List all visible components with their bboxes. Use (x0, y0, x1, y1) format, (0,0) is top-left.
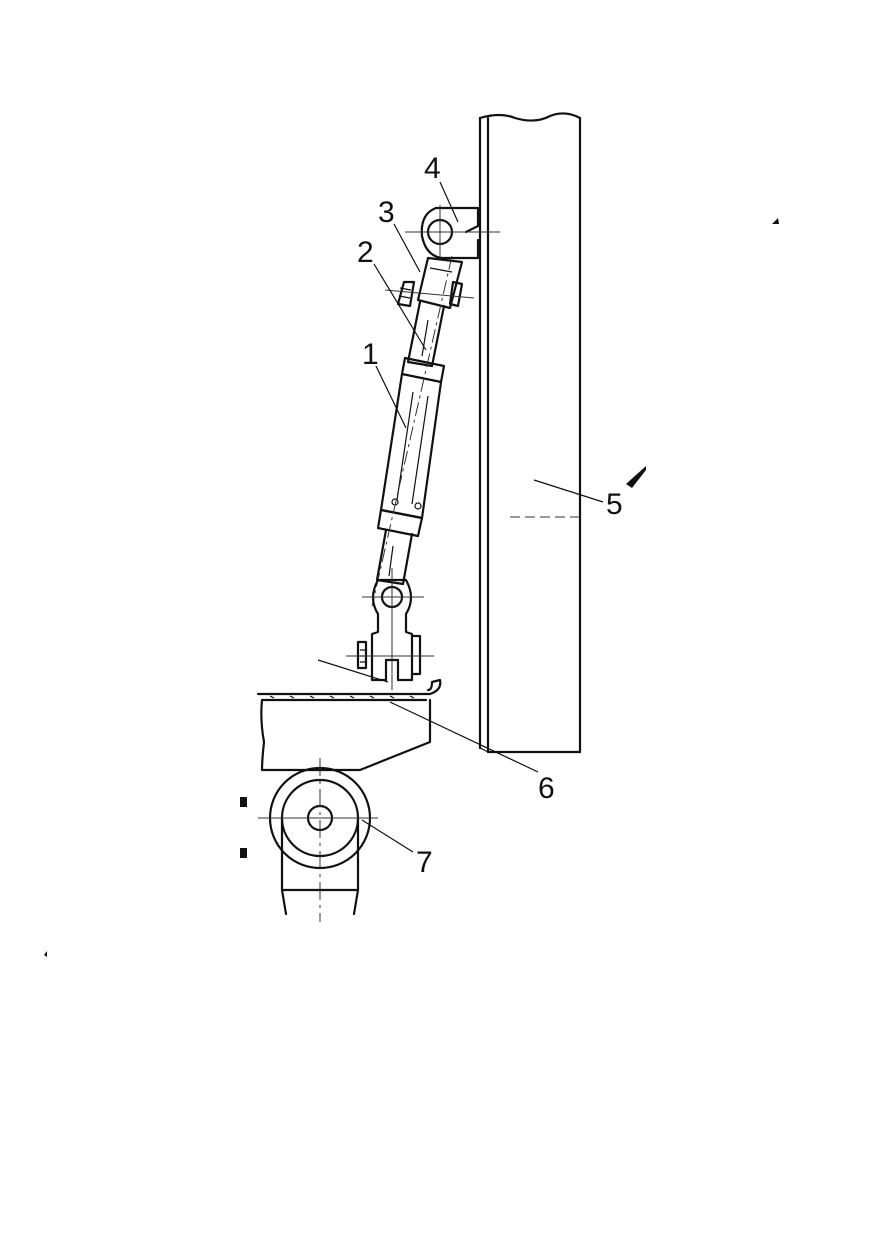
wheel-part-7 (240, 758, 378, 922)
upper-screw-part-2 (406, 300, 446, 368)
column-part-5 (478, 112, 582, 754)
label-6: 6 (538, 772, 555, 805)
top-bracket-part-4 (405, 205, 500, 260)
label-1: 1 (362, 338, 379, 371)
leader-lines (317, 181, 604, 853)
lower-screw (371, 255, 453, 607)
label-5: 5 (606, 488, 623, 521)
label-3: 3 (378, 196, 395, 229)
label-4: 4 (424, 152, 441, 185)
scan-marks (44, 218, 779, 957)
turnbuckle-body-part-1 (376, 356, 446, 538)
label-2: 2 (357, 236, 374, 269)
label-7: 7 (416, 846, 433, 879)
upper-fork-part-3 (384, 256, 475, 310)
lower-fork (346, 568, 434, 690)
frame-part-6 (256, 678, 442, 772)
